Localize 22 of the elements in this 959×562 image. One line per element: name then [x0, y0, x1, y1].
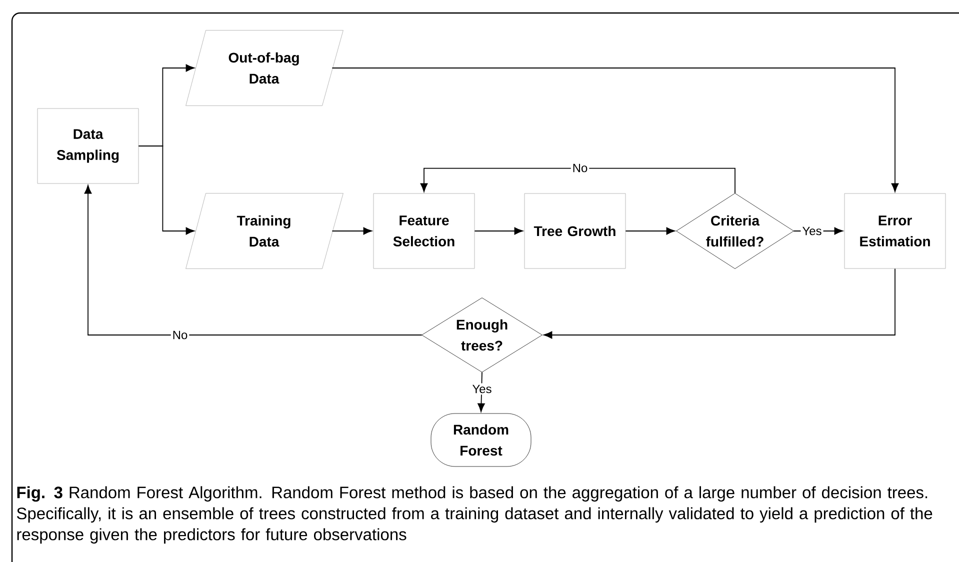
figure-caption: Fig. 3 Random Forest Algorithm. Random Forest method is based on the aggregation of a large number of decision trees. Specifically, it is an ensemble of trees constructed from a training dataset and internally validated to yield a prediction of the response given the predictors for future observations	[16, 486, 932, 544]
edge-label: Yes	[800, 225, 824, 237]
arrow	[544, 268, 896, 339]
process-box: Data Sampling	[37, 108, 139, 184]
data-parallelogram: Training Data	[186, 193, 344, 269]
edge-label: No	[170, 329, 190, 341]
arrow	[625, 227, 675, 235]
edge-label: Yes	[470, 383, 494, 395]
arrow	[793, 227, 843, 235]
arrow	[474, 227, 523, 235]
process-box: Feature Selection	[373, 193, 475, 269]
arrow	[138, 146, 195, 235]
process-box: Error Estimation	[844, 193, 946, 269]
arrow	[420, 168, 736, 194]
arrow	[332, 68, 899, 192]
terminal-box: Random Forest	[430, 413, 532, 467]
arrow	[332, 227, 372, 235]
data-parallelogram: Out-of-bag Data	[186, 30, 344, 106]
edge-label: No	[570, 162, 590, 174]
process-box: Tree Growth	[524, 193, 626, 269]
arrow	[478, 372, 485, 412]
arrow	[84, 185, 422, 336]
